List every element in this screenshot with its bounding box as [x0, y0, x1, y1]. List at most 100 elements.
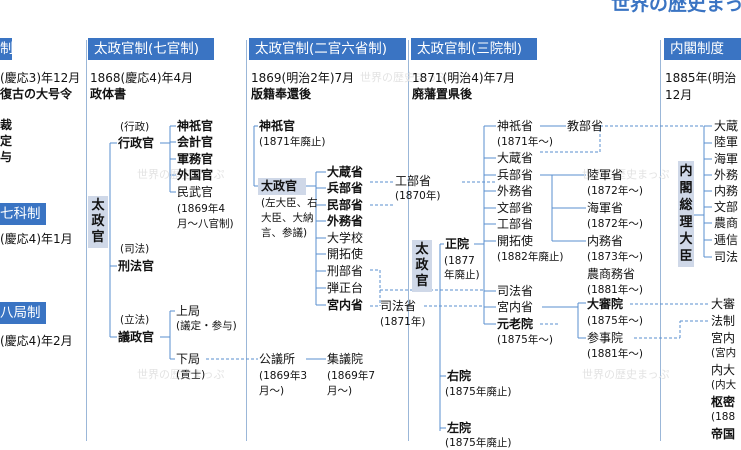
col3-ministry: 大蔵省: [497, 151, 534, 165]
col2-jingikan-note: (1871年廃止): [259, 136, 326, 148]
col2-daijokan-box: [258, 178, 306, 195]
col3-ministry: 開拓使: [497, 234, 534, 248]
col2-jingikan: 神祇官: [259, 119, 296, 133]
col1-lower-note: (貢士): [176, 369, 206, 381]
col4-naidaijin: 内大: [711, 363, 736, 377]
column-divider: [660, 40, 661, 441]
col0-date: (慶応3)年12月: [0, 71, 81, 85]
col3-daijokan-label: 太政官: [415, 242, 429, 289]
col1-exec-item: 外国官: [177, 168, 214, 182]
col3-ministry: 文部省: [497, 201, 534, 215]
col2-ministry: 宮内省: [327, 298, 364, 312]
col3-sanjiin-note: (1881年〜): [587, 348, 643, 360]
col4-ministry: 海軍: [714, 152, 739, 166]
col2-title: 版籍奉還後: [251, 87, 312, 101]
col3-noshomu-note: (1881年〜): [587, 284, 643, 296]
col4-ministry: 司法: [714, 250, 739, 264]
col4-cabinet-label: 内閣総理大臣: [679, 164, 693, 264]
col3-genroin: 元老院: [497, 317, 534, 331]
col0-sub2-header: 八局制: [0, 302, 46, 324]
col4-naidaijin-note: (内大: [711, 379, 737, 391]
col3-jingisho: 神祇省: [497, 119, 534, 133]
col1-title: 政体書: [90, 87, 127, 101]
col2-ministry: 弾正台: [327, 281, 364, 295]
col2-header: 太政官制(二官六省制): [249, 38, 406, 60]
col3-kaitakushi-note: (1882年廃止): [497, 251, 564, 263]
col1-upper-note: (議定・参与): [176, 320, 237, 332]
col1-exec-item: 軍務官: [177, 152, 214, 166]
col1-judicial: 刑法官: [118, 259, 155, 273]
col3-ministry: 兵部省: [497, 168, 534, 182]
column-divider: [408, 40, 409, 441]
col2-daijokan: 太政官: [261, 179, 298, 193]
col1-upper: 上局: [176, 304, 201, 318]
col4-hosei: 法制: [711, 314, 736, 328]
watermark: 世界の歴史まっぷ: [137, 168, 225, 181]
col3-sain-note: (1875年廃止): [445, 437, 512, 449]
col2-ministry: 外務省: [327, 214, 364, 228]
col1-legis-label: (立法): [120, 314, 150, 326]
col0-title: 復古の大号令: [0, 87, 73, 101]
column-divider: [86, 40, 87, 441]
col4-sumitsu-note: (188: [711, 411, 736, 423]
col4-ministry: 外務: [714, 168, 739, 182]
col3-genroin-note: (1875年〜): [497, 334, 553, 346]
col4-ministry: 逓信: [714, 233, 739, 247]
col1-lower: 下局: [176, 352, 201, 366]
col0-sub2-date: (慶応4)年2月: [0, 334, 73, 348]
col0-sub1-header: 七科制: [0, 203, 46, 225]
col3-uin-note: (1875年廃止): [445, 386, 512, 398]
col2-ministry: 大蔵省: [327, 165, 364, 179]
watermark: 世界の歴史まっぷ: [582, 168, 670, 181]
col4-teikoku: 帝国: [711, 427, 736, 441]
watermark: 世界の歴史まっぷ: [137, 368, 225, 381]
col2-date: 1869(明治2年)7月: [251, 71, 355, 85]
col3-naimu-note: (1873年〜): [587, 251, 643, 263]
col4-daishinin: 大審: [711, 297, 736, 311]
col2-ministry: 開拓使: [327, 247, 364, 261]
col3-daishinin-note: (1875年〜): [587, 315, 643, 327]
watermark: 世界の歴史まっぷ: [582, 368, 670, 381]
col3-ministry: 工部省: [497, 217, 534, 231]
col3-sanjiin: 参事院: [587, 331, 624, 345]
col3-kaigun-note: (1872年〜): [587, 218, 643, 230]
col4-ministry: 大蔵: [714, 119, 739, 133]
col2-ministry: 民部省: [327, 198, 364, 212]
col4-ministry: 内務: [714, 184, 739, 198]
col3-date: 1871(明治4)年7月: [412, 71, 516, 85]
col2-ministry: 兵部省: [327, 181, 364, 195]
col3-shihosho: 司法省: [380, 299, 417, 313]
col3-daishinin: 大審院: [587, 297, 624, 311]
col4-header: 内閣制度: [664, 38, 741, 60]
col2-daijokan-note: (左大臣、右大臣、大納言、参議): [261, 197, 318, 239]
col1-daijokan-box: 太政官: [88, 196, 108, 248]
col2-ministry: 刑部省: [327, 264, 364, 278]
col4-cabinet-box: 内閣総理大臣: [678, 161, 694, 267]
col0-item: 与: [0, 150, 13, 164]
col3-rikugun-note: (1872年〜): [587, 185, 643, 197]
col1-exec-label: (行政): [120, 121, 150, 133]
col3-kaigun: 海軍省: [587, 201, 624, 215]
col2-shugiin-note: (1869年7月〜): [327, 370, 375, 397]
col1-exec-item: 民武官: [177, 185, 214, 199]
col3-uin: 右院: [447, 369, 472, 383]
col1-exec: 行政官: [118, 136, 155, 150]
col4-date2: 12月: [665, 88, 693, 102]
col4-ministry: 陸軍: [714, 135, 739, 149]
col3-ministry: 外務省: [497, 184, 534, 198]
col0-header: 制: [0, 38, 14, 60]
site-title: 世界の歴史まっぷ: [611, 0, 741, 15]
col4-ministry: 文部: [714, 200, 739, 214]
col1-exec-note: (1869年4月〜八官制): [177, 203, 234, 230]
col3-daijokan-box: 太政官: [412, 240, 432, 292]
col3-shihosho-note: (1871年): [380, 316, 426, 328]
col0-item: 定: [0, 134, 13, 148]
col4-date: 1885年(明治: [665, 71, 737, 85]
col1-judicial-label: (司法): [120, 243, 150, 255]
col3-title: 廃藩置県後: [412, 87, 473, 101]
col0-item: 裁: [0, 118, 13, 132]
col3-kobusho-note: (1870年): [395, 190, 441, 202]
col3-seiin: 正院: [445, 237, 470, 251]
col3-jingisho-note: (1871年〜): [497, 136, 553, 148]
